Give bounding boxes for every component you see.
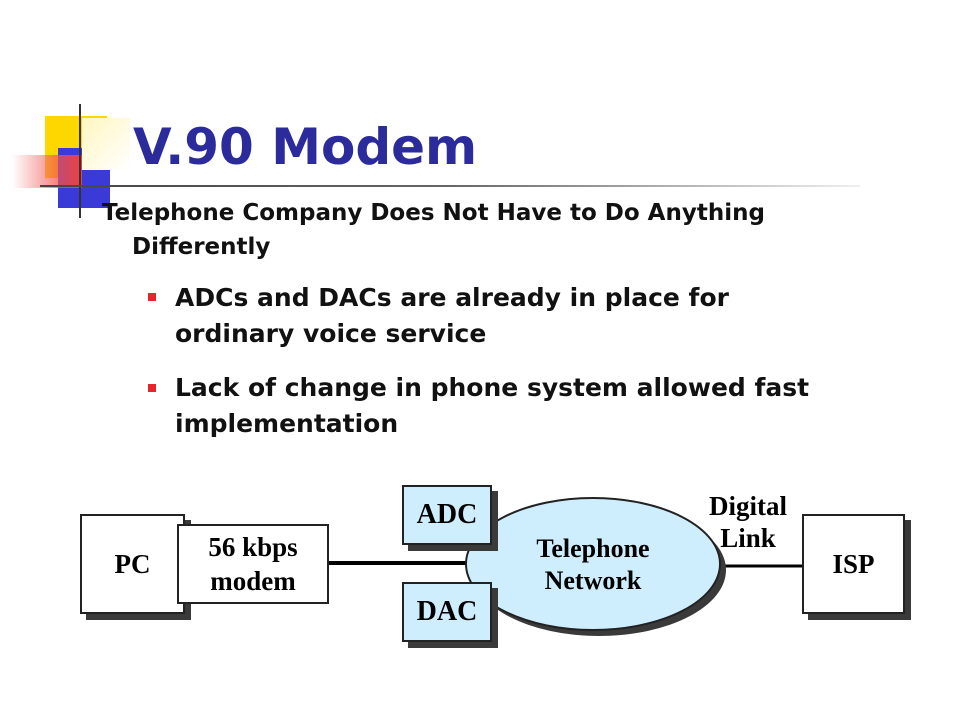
deco-vertical-line (79, 104, 81, 218)
pc-label: PC (114, 549, 151, 579)
pc-box: PC (80, 514, 185, 614)
bullet-1 (148, 293, 156, 301)
bullet-2 (148, 384, 156, 392)
deco-horizontal-line (40, 185, 860, 187)
isp-label: ISP (832, 549, 875, 579)
sub-point-1: ADCs and DACs are already in place for o… (175, 283, 729, 348)
modem-label: 56 kbps modem (208, 532, 298, 596)
modem-box: 56 kbps modem (177, 524, 329, 604)
adc-label: ADC (416, 499, 478, 530)
digital-link-label: Digital Link (709, 491, 787, 553)
dac-label: DAC (416, 596, 478, 627)
network-label: Telephone Network (536, 534, 650, 595)
slide-title: V.90 Modem (133, 118, 478, 176)
deco-light-square (82, 118, 130, 170)
main-point: Telephone Company Does Not Have to Do An… (102, 200, 765, 260)
dac-box: DAC (402, 582, 492, 642)
sub-point-2: Lack of change in phone system allowed f… (175, 373, 810, 438)
adc-box: ADC (402, 485, 492, 545)
deco-red-square (12, 155, 82, 188)
isp-box: ISP (802, 514, 905, 614)
